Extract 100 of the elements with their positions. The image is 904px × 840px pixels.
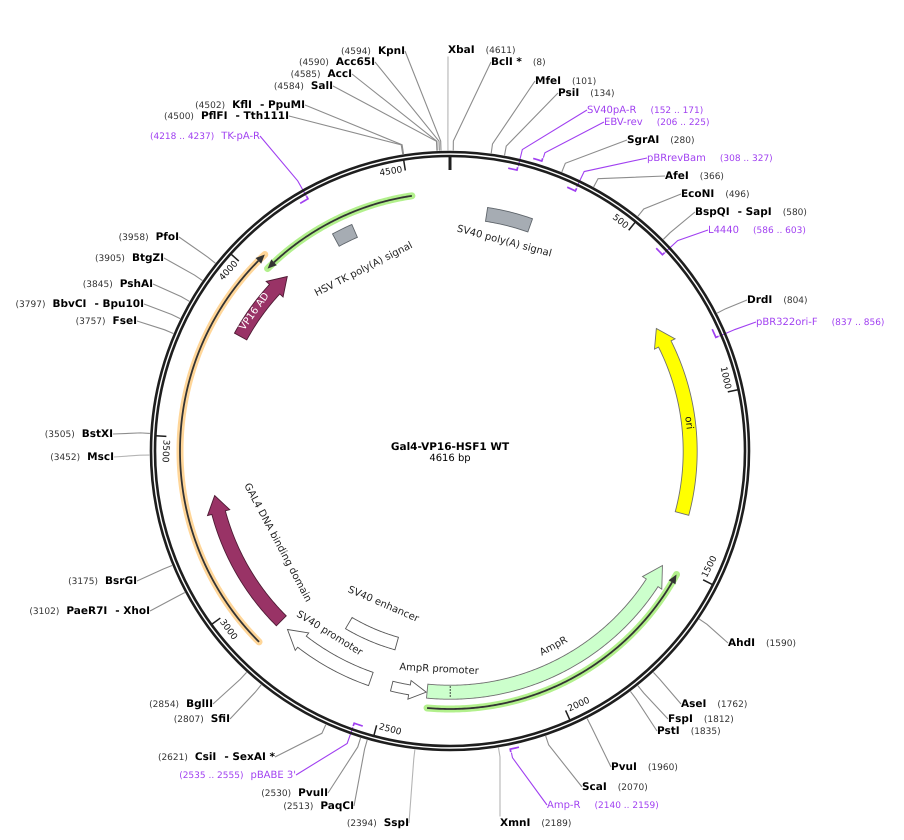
feature-label: SV40 poly(A) signal bbox=[455, 223, 553, 260]
leader-line bbox=[630, 691, 658, 732]
cut-position: (2621) bbox=[158, 752, 188, 764]
leader-line bbox=[586, 718, 612, 768]
leader-line bbox=[296, 727, 354, 776]
leader-line bbox=[542, 122, 604, 158]
leader-line bbox=[545, 736, 582, 788]
cut-position: (2807) bbox=[174, 714, 204, 726]
primer-site-mark bbox=[507, 166, 520, 172]
enzyme-name: - PpuMI bbox=[260, 98, 305, 111]
primer-name: pBABE 3' bbox=[250, 768, 296, 782]
cut-position: (4584) bbox=[274, 80, 304, 94]
leader-line bbox=[260, 136, 307, 196]
leader-line bbox=[593, 175, 666, 188]
cut-position: (280) bbox=[670, 134, 694, 148]
cut-position: (101) bbox=[572, 76, 596, 88]
leader-line bbox=[561, 139, 628, 172]
leader-line bbox=[518, 110, 588, 166]
plasmid-name: Gal4-VP16-HSF1 WT bbox=[390, 441, 510, 453]
cut-position: (2394) bbox=[346, 818, 377, 830]
enzyme-name: PvuII bbox=[298, 786, 328, 800]
cut-position: (366) bbox=[700, 170, 724, 184]
feature-label: ori bbox=[682, 416, 696, 430]
leader-line bbox=[152, 284, 190, 302]
primer-site-mark bbox=[654, 247, 666, 256]
cut-position: (4594) bbox=[341, 46, 371, 57]
enzyme-name: BstXI bbox=[82, 428, 113, 440]
primer-position: (308 .. 327) bbox=[720, 152, 773, 166]
enzyme-name: PsiI bbox=[558, 86, 580, 100]
enzyme-name: AfeI bbox=[665, 170, 689, 182]
enzyme-name: PaqCI bbox=[320, 800, 354, 812]
cut-position: (2530) bbox=[261, 788, 292, 800]
primer-position: (2535 .. 2555) bbox=[179, 770, 244, 782]
primer-name: L4440 bbox=[708, 224, 740, 236]
leader-line bbox=[452, 62, 492, 150]
cut-position: (804) bbox=[783, 294, 808, 308]
cut-position: (4502) bbox=[195, 100, 226, 111]
scale-label: 1500 bbox=[700, 554, 720, 580]
leader-line bbox=[114, 454, 150, 458]
enzyme-name: CsiI bbox=[194, 750, 216, 764]
leader-line bbox=[719, 321, 756, 337]
cut-position: (3102) bbox=[29, 606, 60, 618]
enzyme-name: PaeR7I bbox=[66, 604, 108, 618]
primer-site-mark bbox=[509, 746, 521, 754]
primer-position: (586 .. 603) bbox=[753, 224, 806, 238]
primer-name: TK-pA-R bbox=[221, 130, 260, 142]
leader-line bbox=[576, 157, 648, 188]
cut-position: (1590) bbox=[766, 638, 796, 650]
enzyme-name: PflFI bbox=[200, 110, 228, 122]
primer-position: (152 .. 171) bbox=[650, 104, 704, 118]
leader-line bbox=[698, 618, 728, 644]
enzyme-name: BsrGI bbox=[105, 574, 137, 588]
scale-label: 3500 bbox=[159, 439, 171, 462]
cut-position: (1960) bbox=[648, 762, 678, 774]
cut-position: (2070) bbox=[618, 782, 648, 794]
leader-line bbox=[274, 724, 326, 758]
primer-site-mark bbox=[352, 722, 364, 728]
leader-line bbox=[212, 672, 248, 704]
enzyme-name: SfiI bbox=[210, 712, 230, 726]
leader-line bbox=[374, 62, 440, 151]
enzyme-name: - SexAI * bbox=[224, 750, 275, 764]
cut-position: (3797) bbox=[16, 298, 46, 312]
enzyme-name: PstI bbox=[657, 724, 680, 738]
leader-line bbox=[498, 748, 501, 816]
feature-label: AmpR promoter bbox=[398, 662, 478, 678]
enzyme-name: PshAI bbox=[120, 278, 153, 290]
leader-line bbox=[408, 749, 416, 824]
leader-line bbox=[490, 80, 536, 154]
cut-position: (1812) bbox=[704, 714, 734, 726]
leader-line bbox=[353, 740, 368, 806]
leader-line bbox=[404, 50, 442, 151]
enzyme-name: SgrAI bbox=[627, 134, 660, 146]
cut-position: (1762) bbox=[717, 698, 748, 712]
leader-line bbox=[352, 74, 438, 151]
enzyme-name: BclI * bbox=[491, 56, 522, 68]
leader-line bbox=[144, 303, 180, 320]
leader-line bbox=[328, 738, 362, 794]
cut-position: (4500) bbox=[164, 110, 194, 124]
primer-site-mark bbox=[299, 195, 310, 205]
cut-position: (496) bbox=[725, 188, 750, 202]
scale-label: 1000 bbox=[718, 365, 733, 390]
cut-position: (3452) bbox=[50, 452, 80, 464]
cut-position: (4611) bbox=[486, 44, 516, 57]
primer-site-mark bbox=[532, 157, 544, 162]
scale-label: 500 bbox=[610, 213, 630, 232]
leader-line bbox=[112, 432, 150, 435]
cut-position: (580) bbox=[782, 206, 807, 220]
cut-position: (3175) bbox=[68, 576, 98, 588]
cut-position: (134) bbox=[590, 88, 614, 100]
primer-name: pBR322ori-F bbox=[756, 316, 818, 328]
primer-name: Amp-R bbox=[547, 798, 580, 812]
leader-line bbox=[136, 564, 172, 582]
enzyme-name: BglII bbox=[186, 698, 213, 710]
enzyme-name: PfoI bbox=[156, 230, 179, 244]
enzyme-name: MfeI bbox=[535, 74, 562, 88]
cut-position: (8) bbox=[532, 56, 546, 70]
enzyme-name: Acc65I bbox=[336, 56, 375, 68]
cut-position: (3845) bbox=[82, 278, 113, 292]
leader-line bbox=[164, 258, 203, 281]
cut-position: (2854) bbox=[149, 698, 180, 712]
